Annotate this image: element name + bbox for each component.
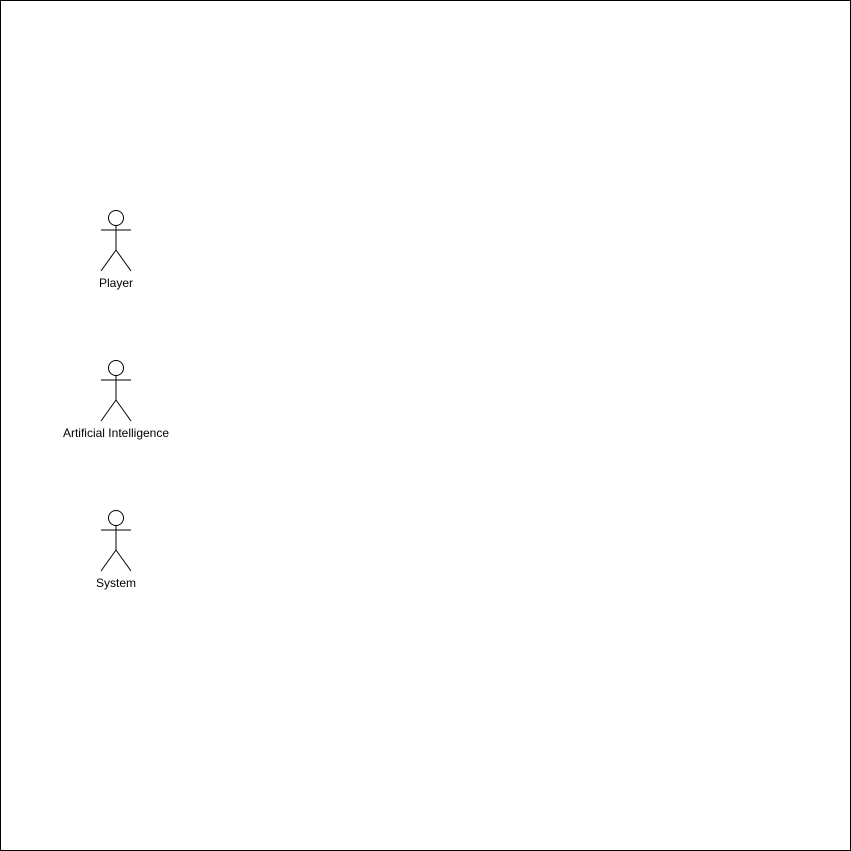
actor-label: Player xyxy=(98,276,133,290)
actor-system[interactable]: System xyxy=(41,510,191,600)
actor-artificial-intelligence[interactable]: Artificial Intelligence xyxy=(41,360,191,450)
actor-label: Artificial Intelligence xyxy=(62,426,170,440)
stick-figure-icon xyxy=(100,210,132,272)
stick-figure-icon xyxy=(100,510,132,572)
stick-figure-icon xyxy=(100,360,132,422)
actor-player[interactable]: Player xyxy=(41,210,191,300)
actor-label: System xyxy=(95,576,136,590)
